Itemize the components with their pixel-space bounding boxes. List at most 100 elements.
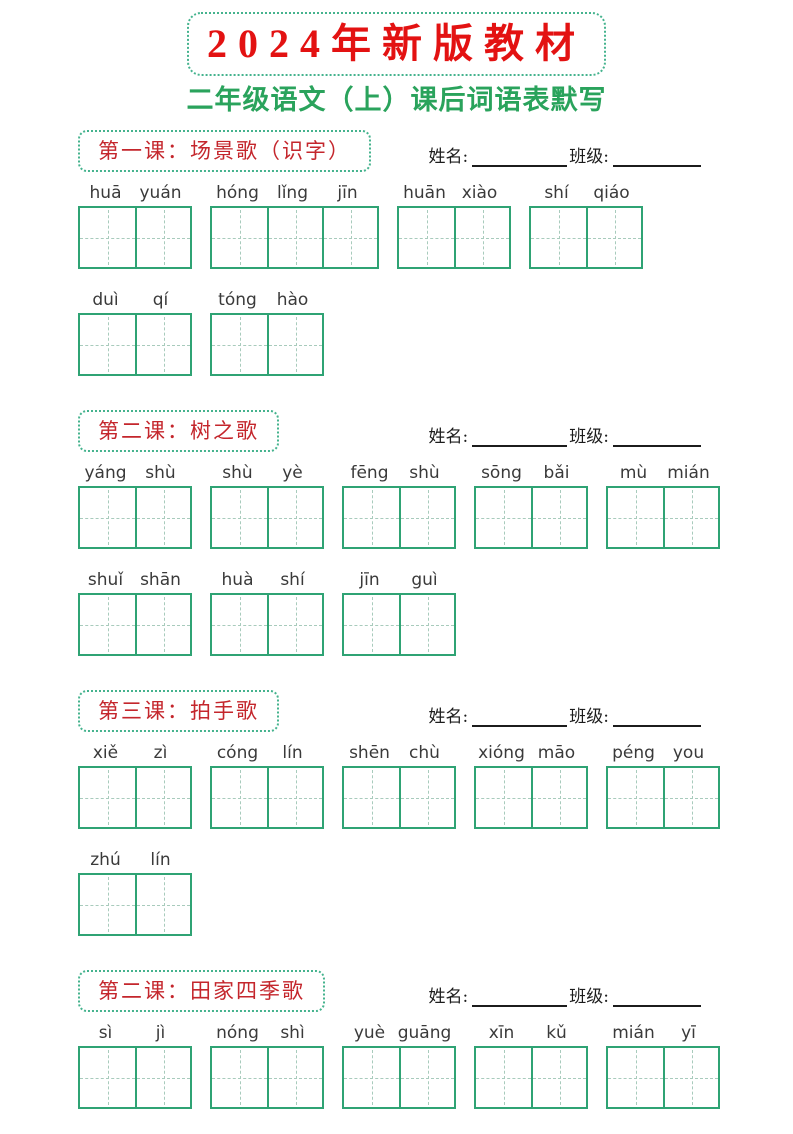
grid-box	[529, 206, 643, 269]
grid-cell[interactable]	[212, 488, 267, 547]
name-field[interactable]	[472, 711, 568, 727]
cell-horizontal-dashed-line	[588, 237, 641, 239]
grid-cell[interactable]	[267, 768, 322, 827]
cell-horizontal-dashed-line	[665, 797, 718, 799]
grid-cell[interactable]	[267, 1048, 322, 1107]
grid-cell[interactable]	[135, 315, 190, 374]
grid-cell[interactable]	[586, 208, 641, 267]
grid-cell[interactable]	[322, 208, 377, 267]
grid-cell[interactable]	[80, 315, 135, 374]
grid-cell[interactable]	[476, 768, 531, 827]
grid-box	[397, 206, 511, 269]
grid-cell[interactable]	[212, 208, 267, 267]
section-title: 第三课：拍手歌	[98, 699, 259, 723]
grid-cell[interactable]	[135, 768, 190, 827]
grid-cell[interactable]	[135, 595, 190, 654]
grid-cell[interactable]	[80, 875, 135, 934]
cell-horizontal-dashed-line	[344, 1077, 399, 1079]
grid-cell[interactable]	[344, 1048, 399, 1107]
grid-cell[interactable]	[476, 1048, 531, 1107]
cell-horizontal-dashed-line	[137, 1077, 190, 1079]
grid-cell[interactable]	[267, 488, 322, 547]
name-field[interactable]	[472, 991, 568, 1007]
grid-cell[interactable]	[608, 1048, 663, 1107]
cell-horizontal-dashed-line	[212, 1077, 267, 1079]
grid-cell[interactable]	[608, 768, 663, 827]
pinyin-label: huān	[403, 183, 446, 203]
cell-horizontal-dashed-line	[269, 797, 322, 799]
grid-cell[interactable]	[663, 768, 718, 827]
cell-horizontal-dashed-line	[344, 797, 399, 799]
grid-cell[interactable]	[399, 488, 454, 547]
grid-cell[interactable]	[212, 315, 267, 374]
grid-cell[interactable]	[399, 208, 454, 267]
grid-cell[interactable]	[476, 488, 531, 547]
grid-cell[interactable]	[344, 595, 399, 654]
name-field[interactable]	[472, 151, 568, 167]
grid-cell[interactable]	[663, 488, 718, 547]
grid-cell[interactable]	[399, 1048, 454, 1107]
grid-cell[interactable]	[80, 488, 135, 547]
name-class-fields: 姓名:班级:	[429, 982, 701, 1012]
grid-cell[interactable]	[212, 1048, 267, 1107]
grid-cell[interactable]	[663, 1048, 718, 1107]
cell-horizontal-dashed-line	[212, 797, 267, 799]
grid-cell[interactable]	[531, 768, 586, 827]
pinyin-label: xióng	[478, 743, 525, 763]
grid-cell[interactable]	[454, 208, 509, 267]
grid-cell[interactable]	[531, 1048, 586, 1107]
cell-horizontal-dashed-line	[269, 344, 322, 346]
grid-cell[interactable]	[212, 768, 267, 827]
grid-cell[interactable]	[344, 488, 399, 547]
class-field[interactable]	[613, 431, 701, 447]
class-field[interactable]	[613, 151, 701, 167]
pinyin-label: kǔ	[546, 1023, 567, 1043]
grid-cell[interactable]	[212, 595, 267, 654]
pinyin-label: yī	[681, 1023, 696, 1043]
grid-cell[interactable]	[80, 1048, 135, 1107]
cell-horizontal-dashed-line	[212, 517, 267, 519]
pinyin-label: shì	[280, 1023, 305, 1043]
grid-cell[interactable]	[267, 315, 322, 374]
grid-cell[interactable]	[399, 595, 454, 654]
grid-cell[interactable]	[531, 488, 586, 547]
grid-cell[interactable]	[135, 488, 190, 547]
grid-cell[interactable]	[608, 488, 663, 547]
class-field[interactable]	[613, 711, 701, 727]
grid-cell[interactable]	[135, 875, 190, 934]
grid-cell[interactable]	[80, 208, 135, 267]
grid-cell[interactable]	[399, 768, 454, 827]
grid-cell[interactable]	[344, 768, 399, 827]
grid-cell[interactable]	[531, 208, 586, 267]
pinyin-label: tóng	[218, 290, 257, 310]
grid-cell[interactable]	[80, 595, 135, 654]
cell-horizontal-dashed-line	[531, 237, 586, 239]
pinyin-label: shí	[280, 570, 305, 590]
grid-cell[interactable]	[267, 595, 322, 654]
grid-cell[interactable]	[267, 208, 322, 267]
cell-horizontal-dashed-line	[80, 517, 135, 519]
pinyin-label: sì	[98, 1023, 113, 1043]
grid-cell[interactable]	[80, 768, 135, 827]
cell-horizontal-dashed-line	[324, 237, 377, 239]
grid-cell[interactable]	[135, 1048, 190, 1107]
cell-horizontal-dashed-line	[665, 517, 718, 519]
name-field[interactable]	[472, 431, 568, 447]
grid-cell[interactable]	[135, 208, 190, 267]
class-field[interactable]	[613, 991, 701, 1007]
